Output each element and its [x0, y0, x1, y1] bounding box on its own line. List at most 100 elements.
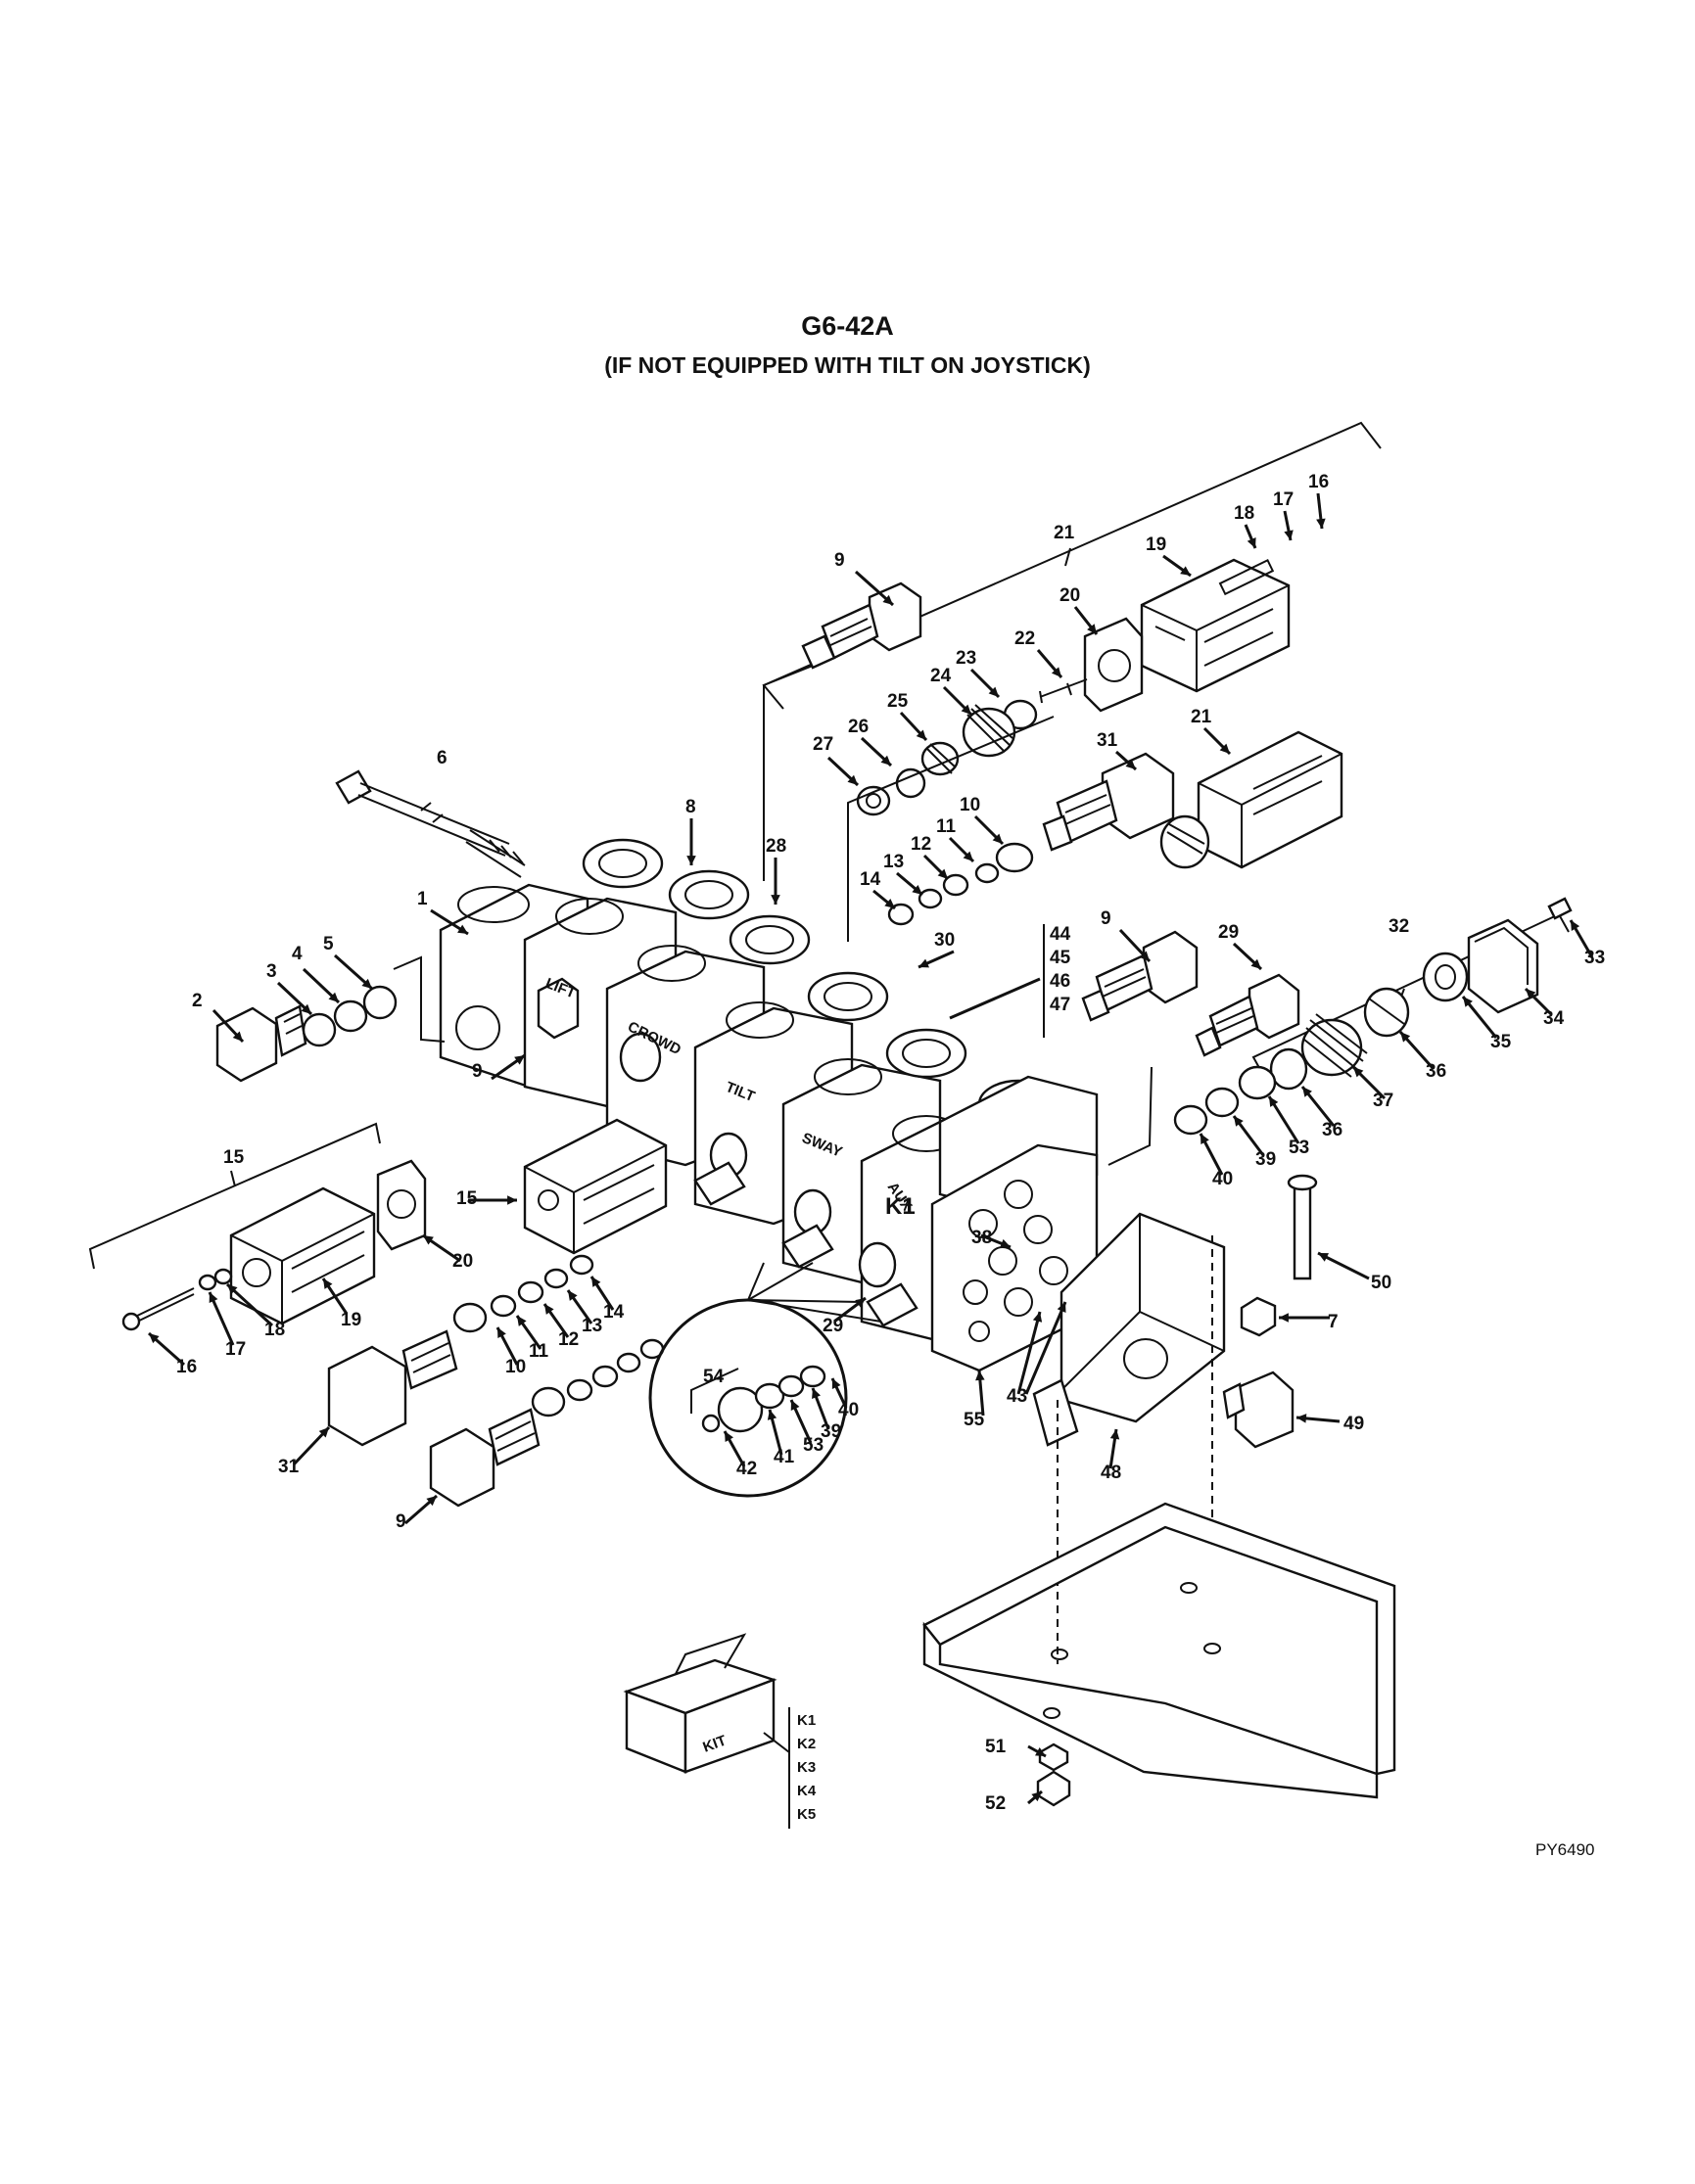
- link-line-9top: [763, 665, 814, 881]
- callout-15a: 15: [223, 1147, 245, 1168]
- callout-30: 30: [934, 930, 955, 951]
- kit-item-k4: K4: [797, 1783, 817, 1799]
- callout-34: 34: [1543, 1008, 1565, 1029]
- callout-11a: 11: [936, 816, 957, 837]
- leader-arrow-head: [1571, 920, 1580, 931]
- callout-10b: 10: [505, 1357, 526, 1377]
- leader-arrow-head: [517, 1316, 527, 1326]
- callout-21a: 21: [1054, 523, 1075, 543]
- arrow-44-47: [949, 977, 1041, 1020]
- oring-3: [302, 1012, 337, 1047]
- leader-arrow-head: [1316, 518, 1326, 529]
- callout-20a: 20: [1059, 585, 1080, 606]
- kit-item-k5: K5: [797, 1806, 816, 1823]
- oring-10-top: [995, 842, 1034, 873]
- callout-51: 51: [985, 1737, 1007, 1757]
- leader-arrow-head: [1031, 1791, 1042, 1802]
- callout-36a: 36: [1426, 1061, 1446, 1082]
- callout-16b: 16: [176, 1357, 197, 1377]
- callout-55: 55: [964, 1410, 985, 1430]
- seal-27-inner: [866, 793, 881, 809]
- label-k1: K1: [885, 1193, 916, 1220]
- leader-arrow-head: [882, 594, 893, 605]
- bolt-33: [1547, 897, 1573, 920]
- callout-15b: 15: [456, 1188, 478, 1209]
- washer-17-left: [198, 1274, 217, 1291]
- leader-arrow-head: [149, 1333, 160, 1344]
- oring-11-lower-b: [566, 1378, 593, 1402]
- leader-arrow-head: [1279, 1313, 1289, 1323]
- leader-arrow-head: [1035, 1747, 1046, 1756]
- oring-10-lower-b: [531, 1386, 566, 1417]
- leader-arrow-head: [937, 868, 948, 879]
- bolt-16-left-head: [121, 1312, 141, 1331]
- nut-52: [1036, 1770, 1071, 1807]
- callout-9d: 9: [396, 1511, 406, 1532]
- callout-21b: 21: [1191, 707, 1212, 727]
- leader-15: [230, 1170, 236, 1187]
- callout-18b: 18: [264, 1320, 285, 1340]
- callout-29b: 29: [823, 1316, 843, 1336]
- spring-25: [920, 741, 960, 776]
- inset-leaders: [747, 1262, 882, 1323]
- oring-14-lower: [569, 1254, 594, 1276]
- leader-arrow-head: [1250, 958, 1261, 969]
- leader-arrow-head: [209, 1292, 218, 1303]
- plug-31-top: [1042, 752, 1175, 852]
- gasket-left: [376, 1159, 427, 1251]
- spring-24: [962, 704, 1016, 758]
- leader-arrow-head: [771, 895, 780, 905]
- callout-20b: 20: [452, 1251, 473, 1272]
- leader-arrow-line: [1024, 1301, 1067, 1395]
- callout-9a: 9: [834, 550, 845, 571]
- leader-arrow-head: [1463, 997, 1473, 1007]
- leader-arrow-head: [912, 884, 922, 895]
- plug-9-right: [1081, 930, 1199, 1022]
- oring-13-lower: [543, 1268, 569, 1289]
- leader-arrow-head: [1219, 743, 1230, 754]
- leader-arrow-head: [812, 1388, 821, 1399]
- kit-item-k2: K2: [797, 1736, 816, 1752]
- leader-arrow-head: [301, 1003, 311, 1014]
- leader-arrow-head: [426, 1496, 437, 1507]
- callout-12b: 12: [558, 1329, 579, 1350]
- callout-25: 25: [887, 691, 909, 712]
- leader-arrow-head: [790, 1400, 800, 1411]
- leader-arrow-head: [227, 1284, 238, 1295]
- mounting-bracket: [922, 1502, 1396, 1799]
- link-line-28: [847, 716, 1055, 942]
- kit-box: [623, 1633, 777, 1774]
- callout-9c: 9: [472, 1061, 483, 1082]
- callout-13b: 13: [582, 1316, 602, 1336]
- leader-arrow-head: [568, 1290, 578, 1301]
- leader-arrow-head: [1400, 1032, 1411, 1043]
- callout-31b: 31: [278, 1457, 300, 1477]
- bolt-50: [1287, 1174, 1318, 1280]
- oring-40-right: [1173, 1104, 1208, 1136]
- oring-12-top: [942, 873, 969, 897]
- spool-caps: [537, 977, 918, 1327]
- callout-33: 33: [1584, 948, 1605, 968]
- leader-arrow-head: [1032, 1312, 1043, 1323]
- figure-title: G6-42A: [801, 311, 894, 341]
- leader-arrow-head: [318, 1427, 329, 1438]
- washer-18-left: [213, 1268, 233, 1285]
- nut-51: [1038, 1743, 1069, 1772]
- leader-arrow-head: [361, 978, 372, 989]
- spool-22: [1039, 678, 1088, 704]
- callout-13a: 13: [883, 852, 904, 872]
- callout-7: 7: [1328, 1312, 1339, 1332]
- end-block-48: [1032, 1212, 1226, 1447]
- link-line-right: [1107, 1066, 1153, 1166]
- leader-arrow-head: [497, 1327, 506, 1338]
- leader-arrow-head: [831, 1378, 841, 1389]
- leader-21-top: [1064, 547, 1071, 567]
- leader-arrow-head: [767, 1410, 777, 1420]
- plug-29-right: [1195, 973, 1300, 1057]
- retainer-36-upper: [1363, 987, 1410, 1038]
- oring-11-top: [974, 862, 1000, 884]
- callout-11b: 11: [529, 1341, 549, 1362]
- cylinder-mid-left: [523, 1118, 668, 1255]
- leader-arrow-head: [1284, 530, 1294, 540]
